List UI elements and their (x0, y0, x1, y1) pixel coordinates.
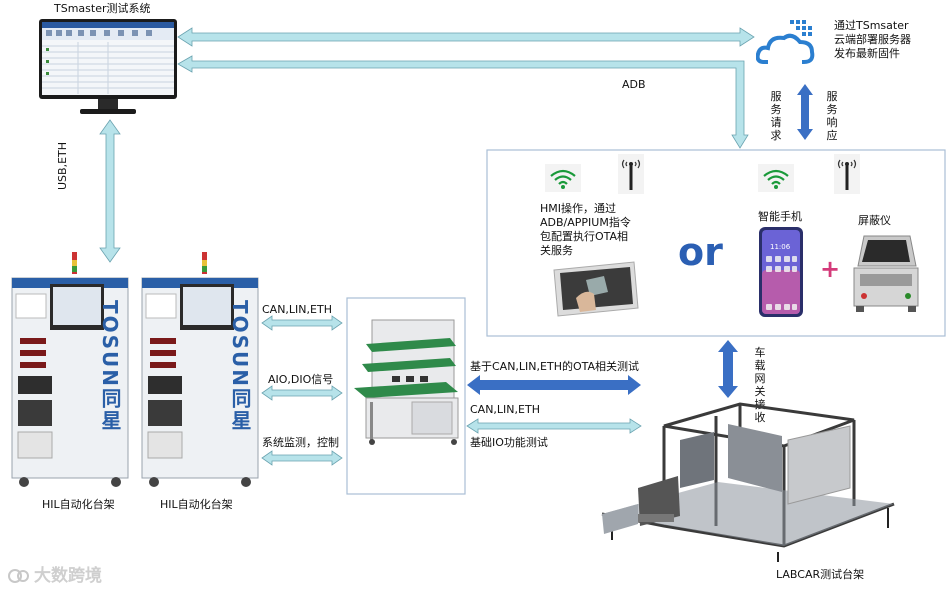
service-response-label: 服务响应 (826, 90, 838, 142)
labcar-frame-icon (598, 396, 898, 564)
gateway-label-1: 车载网关接收 (754, 346, 766, 424)
cloud-icon (755, 18, 818, 68)
tsmaster-title: TSmaster测试系统 (54, 2, 151, 15)
rack-brand-1: TOSUN同星 (98, 300, 122, 433)
watermark-text: 大数跨境 (34, 566, 102, 586)
service-request-label: 服务请求 (770, 90, 782, 142)
monitor-control-label: 系统监测，控制 (262, 436, 339, 449)
wifi-icon (545, 164, 581, 192)
arrow-service (797, 84, 813, 140)
or-text: or (678, 230, 723, 274)
plus-sign: + (820, 255, 841, 283)
hmi-text-3: 包配置执行OTA相 (540, 230, 629, 243)
ota-test-label: 基于CAN,LIN,ETH的OTA相关测试 (470, 360, 640, 373)
antenna-icon (618, 154, 644, 194)
usb-eth-label: USB,ETH (56, 141, 69, 190)
shield-label: 屏蔽仪 (858, 214, 891, 227)
cloud-text-2: 云端部署服务器 (834, 33, 911, 46)
hmi-text-2: ADB/APPIUM指令 (540, 216, 631, 229)
io-test-label: 基础IO功能测试 (470, 436, 548, 449)
arrow-ota-test (467, 375, 641, 395)
arrow-gateway (718, 340, 738, 398)
arrow-adb (177, 55, 749, 149)
watermark-logo-icon (6, 565, 30, 587)
smartphone-icon (758, 226, 804, 318)
arrow-monitor-control (261, 450, 343, 466)
rack-brand-2: TOSUN同星 (228, 300, 252, 433)
arrow-io-test (466, 418, 642, 434)
hmi-text-4: 关服务 (540, 244, 573, 257)
hmi-text-1: HMI操作，通过 (540, 202, 617, 215)
cloud-text-1: 通过TSmsater (834, 19, 909, 32)
phone-label: 智能手机 (758, 210, 802, 223)
aio-dio-label: AIO,DIO信号 (268, 373, 334, 386)
arrow-usb-eth (99, 119, 121, 263)
arrow-aio-dio (261, 385, 343, 401)
workbench-icon (350, 318, 462, 448)
antenna-icon-2 (834, 154, 860, 194)
arrow-can-lin-eth-left (261, 315, 343, 331)
adb-label: ADB (622, 78, 646, 91)
gateway-label: 车载网关接收 (754, 346, 766, 424)
can-lin-eth-left-label: CAN,LIN,ETH (262, 303, 332, 316)
can-lin-eth-right-label: CAN,LIN,ETH (470, 403, 540, 416)
tablet-icon (546, 258, 642, 320)
hil-rack-icon (8, 250, 132, 490)
workbench-frame (346, 297, 466, 495)
hil-rack-icon-2 (138, 250, 262, 490)
arrow-monitor-cloud (177, 27, 755, 47)
hil-label-2: HIL自动化台架 (160, 498, 233, 511)
monitor-icon (38, 18, 178, 116)
hil-label-1: HIL自动化台架 (42, 498, 115, 511)
wifi-icon-2 (758, 164, 794, 192)
shield-box-icon (850, 232, 922, 316)
labcar-label: LABCAR测试台架 (776, 568, 865, 581)
cloud-text-3: 发布最新固件 (834, 47, 900, 60)
phone-time: 11:06 (770, 243, 791, 251)
mobile-devices-frame (486, 149, 946, 337)
